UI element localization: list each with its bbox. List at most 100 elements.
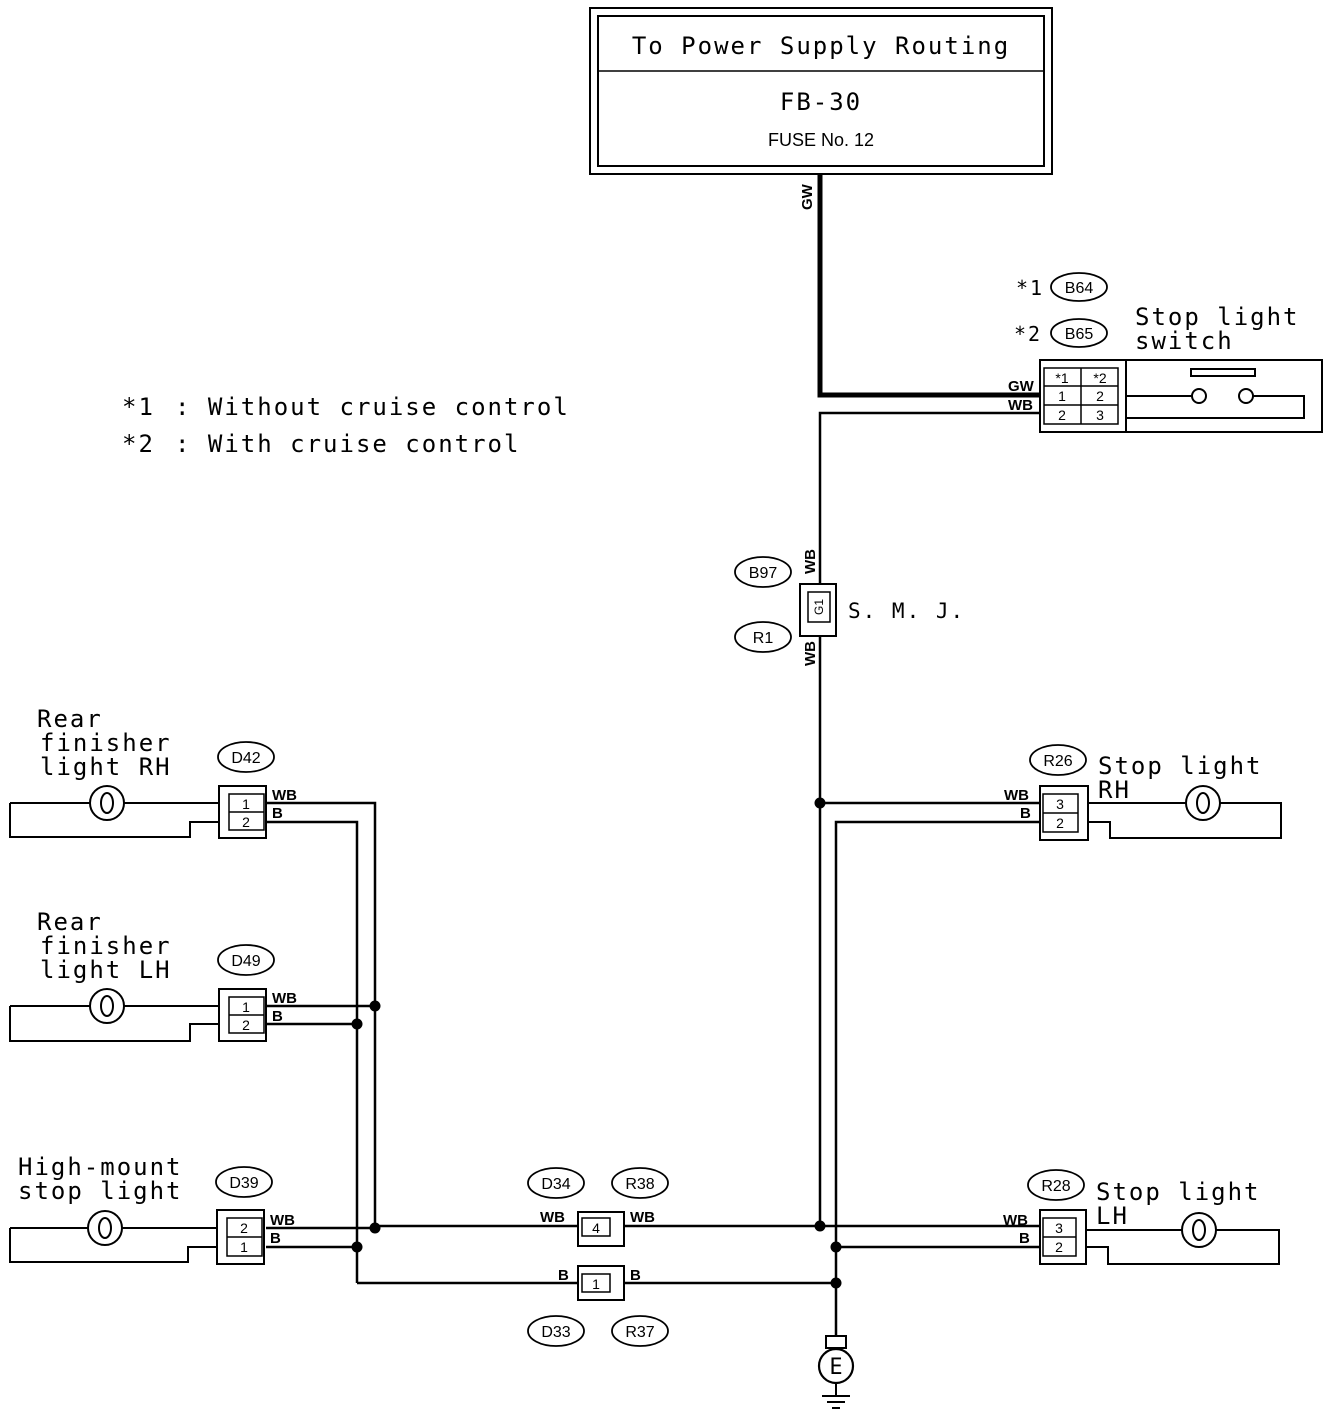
rear-lh-pin-top: 1 <box>242 999 250 1015</box>
conn-r28 <box>1027 1169 1085 1201</box>
rear-rh-wire-bot: B <box>272 805 283 822</box>
conn-b65-label: B65 <box>1065 326 1094 343</box>
power-supply-box: To Power Supply Routing FB-30 FUSE No. 1… <box>589 7 1053 175</box>
joint-lower: 1 D33 R37 B B <box>527 1265 669 1347</box>
switch-head1: *1 <box>1055 370 1068 386</box>
switch-pin-r2c2: 3 <box>1096 407 1104 423</box>
conn-b65 <box>1050 318 1108 348</box>
rear-rh-pin-top: 1 <box>242 796 250 812</box>
conn-b97 <box>734 556 792 588</box>
smj-wire-bot: WB <box>802 641 819 666</box>
stop-lh-pin-bot: 2 <box>1055 1239 1063 1255</box>
conn-b97-label: B97 <box>749 565 778 582</box>
joint-lower-wire-right: B <box>630 1267 641 1284</box>
stop-light-lh: R28 Stop light LH 3 2 WB B <box>1003 1169 1280 1265</box>
joint-upper-wire-left: WB <box>540 1209 565 1226</box>
wire-gw-fuse <box>817 174 1040 398</box>
stop-rh-pin-bot: 2 <box>1056 815 1064 831</box>
stop-rh-line2: RH <box>1098 776 1131 804</box>
stop-lh-line1: Stop light <box>1096 1178 1261 1206</box>
ground-label: E <box>829 1355 842 1380</box>
joint-upper: 4 D34 R38 WB WB <box>527 1167 669 1247</box>
switch-label-line1: Stop light <box>1135 303 1300 331</box>
rear-finisher-rh: Rear finisher light RH D42 1 2 WB B <box>9 705 297 839</box>
power-title: To Power Supply Routing <box>632 32 1010 60</box>
switch-wire-gw: GW <box>1008 378 1035 395</box>
rear-lh-line3: light LH <box>40 956 172 984</box>
joint-upper-wire-right: WB <box>630 1209 655 1226</box>
stop-rh-line1: Stop light <box>1098 752 1263 780</box>
legend: *1 : Without cruise control *2 : With cr… <box>122 393 568 458</box>
rear-lh-line1: Rear <box>37 908 103 936</box>
rear-finisher-lh: Rear finisher light LH D49 1 2 WB B <box>9 908 297 1042</box>
stop-rh-wire-bot: B <box>1020 805 1031 822</box>
highmount-line1: High-mount <box>18 1153 183 1181</box>
conn-d49 <box>217 944 275 976</box>
joint-upper-pin: 4 <box>592 1220 600 1236</box>
conn-r1-label: R1 <box>753 630 774 647</box>
legend-mark2: *2 <box>122 430 155 458</box>
legend-mark1: *1 <box>122 393 155 421</box>
highmount-line2: stop light <box>18 1177 183 1205</box>
switch-label-line2: switch <box>1135 327 1234 355</box>
stop-light-switch: *1 B64 *2 B65 Stop light switch *1 *2 1 … <box>1008 272 1323 433</box>
wire-b-left-bus <box>266 820 359 1283</box>
wire-b-stop-rh <box>834 820 1040 1247</box>
conn-r1 <box>734 621 792 653</box>
switch-head2: *2 <box>1093 370 1106 386</box>
stop-lh-wire-bot: B <box>1019 1230 1030 1247</box>
rear-lh-line2: finisher <box>40 932 172 960</box>
junction-dots <box>351 797 842 1289</box>
conn-d49-label: D49 <box>231 953 260 970</box>
conn-d33 <box>527 1315 585 1347</box>
high-mount-stop-light: High-mount stop light D39 2 1 WB B <box>9 1153 295 1265</box>
conn-r28-label: R28 <box>1041 1178 1070 1195</box>
rear-rh-line3: light RH <box>40 753 172 781</box>
conn-d39-label: D39 <box>229 1175 258 1192</box>
conn-d42 <box>217 741 275 773</box>
fuse-label: FUSE No. 12 <box>768 130 874 150</box>
rear-lh-wire-top: WB <box>272 990 297 1007</box>
stop-light-rh: R26 Stop light RH 3 2 WB B <box>1004 744 1282 841</box>
stop-rh-pin-top: 3 <box>1056 796 1064 812</box>
smj-label: S. M. J. <box>848 599 965 623</box>
conn-r26-label: R26 <box>1043 753 1072 770</box>
fuse-wire-label: GW <box>799 183 816 210</box>
mark2: *2 <box>1014 322 1042 346</box>
highmount-pin-top: 2 <box>240 1220 248 1236</box>
rear-rh-wire-top: WB <box>272 787 297 804</box>
conn-b64 <box>1050 272 1108 302</box>
mark1: *1 <box>1016 276 1044 300</box>
highmount-wire-top: WB <box>270 1212 295 1229</box>
highmount-pin-bot: 1 <box>240 1239 248 1255</box>
rear-lh-wire-bot: B <box>272 1008 283 1025</box>
switch-pin-r1c2: 2 <box>1096 388 1104 404</box>
conn-d33-label: D33 <box>541 1324 570 1341</box>
fb-label: FB-30 <box>780 88 862 116</box>
wire-wb-left-bus <box>266 801 377 1226</box>
stop-rh-wire-top: WB <box>1004 787 1029 804</box>
conn-b64-label: B64 <box>1065 280 1094 297</box>
smj-wire-top: WB <box>802 549 819 574</box>
smj-joint: G1 S. M. J. B97 R1 WB WB <box>734 549 965 666</box>
switch-wire-wb: WB <box>1008 397 1033 414</box>
stop-lh-pin-top: 3 <box>1055 1220 1063 1236</box>
legend-text2: : With cruise control <box>175 430 520 458</box>
stop-lh-line2: LH <box>1096 1202 1129 1230</box>
joint-lower-wire-left: B <box>558 1267 569 1284</box>
rear-lh-pin-bot: 2 <box>242 1017 250 1033</box>
conn-d34 <box>527 1167 585 1199</box>
joint-lower-pin: 1 <box>592 1276 600 1292</box>
rear-rh-line1: Rear <box>37 705 103 733</box>
conn-d42-label: D42 <box>231 750 260 767</box>
stop-lh-wire-top: WB <box>1003 1212 1028 1229</box>
conn-r37-label: R37 <box>625 1324 654 1341</box>
rear-rh-pin-bot: 2 <box>242 814 250 830</box>
conn-r37 <box>611 1315 669 1347</box>
switch-pin-r2c1: 2 <box>1058 407 1066 423</box>
smj-pin: G1 <box>812 599 826 615</box>
switch-pin-r1c1: 1 <box>1058 388 1066 404</box>
conn-r38-label: R38 <box>625 1176 654 1193</box>
conn-r26 <box>1029 744 1087 776</box>
